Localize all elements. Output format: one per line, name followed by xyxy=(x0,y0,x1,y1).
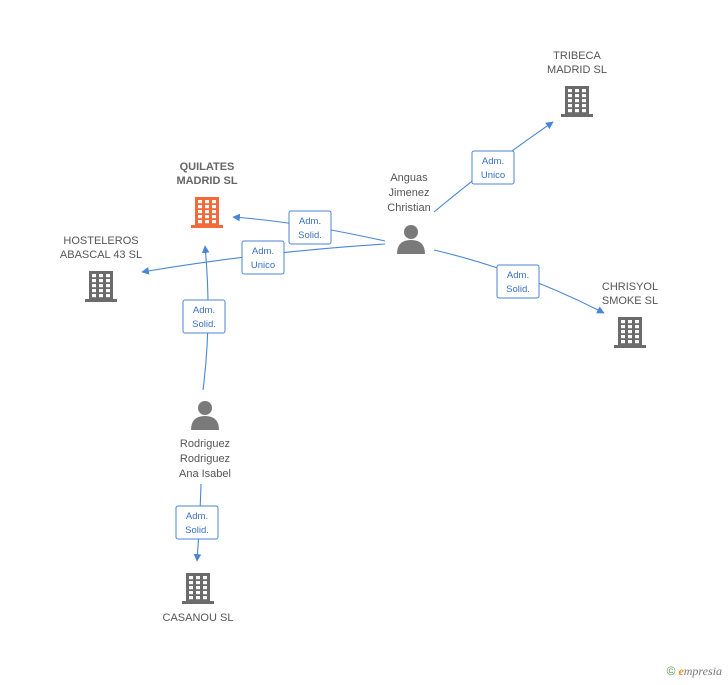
role-badge[interactable] xyxy=(496,264,540,299)
edge-anguas-hosteleros[interactable]: Adm. Unico xyxy=(141,240,386,275)
company-label[interactable]: QUILATES xyxy=(180,161,235,173)
role-label: Adm. xyxy=(482,156,504,167)
person-label[interactable]: Ana Isabel xyxy=(179,468,231,480)
building-icon xyxy=(561,86,593,117)
company-label[interactable]: MADRID SL xyxy=(176,175,237,187)
person-label[interactable]: Christian xyxy=(387,202,430,214)
role-label: Adm. xyxy=(507,270,529,281)
person-label[interactable]: Jimenez xyxy=(389,187,430,199)
role-label: Adm. xyxy=(186,511,208,522)
company-label[interactable]: CASANOU SL xyxy=(163,612,234,624)
company-node-tribeca[interactable]: TRIBECA MADRID SL xyxy=(547,50,607,117)
edges-layer: Adm.Solid.Adm.UnicoAdm.UnicoAdm.Solid.Ad… xyxy=(141,121,605,562)
building-icon xyxy=(182,573,214,604)
person-icon xyxy=(191,401,219,430)
role-badge[interactable] xyxy=(471,150,515,185)
edge-anguas-quilates[interactable]: Adm. Solid. xyxy=(232,210,386,245)
role-badge[interactable] xyxy=(288,210,332,245)
company-node-quilates[interactable]: QUILATES MADRID SL xyxy=(176,161,238,228)
role-label: Solid. xyxy=(185,525,209,536)
role-badge[interactable] xyxy=(182,299,226,334)
person-label[interactable]: Rodriguez xyxy=(180,453,230,465)
brand-name: mpresia xyxy=(683,664,722,678)
edge-anguas-tribeca[interactable]: Adm. Unico xyxy=(433,121,554,213)
role-label: Unico xyxy=(481,170,505,181)
role-label: Unico xyxy=(251,260,275,271)
copyright-symbol: © xyxy=(666,664,676,678)
person-label[interactable]: Anguas xyxy=(390,172,428,184)
role-label: Adm. xyxy=(193,305,215,316)
company-node-casanou[interactable]: CASANOU SL xyxy=(163,573,234,624)
company-label[interactable]: MADRID SL xyxy=(547,64,607,76)
role-label: Solid. xyxy=(192,319,216,330)
company-label[interactable]: ABASCAL 43 SL xyxy=(60,249,142,261)
building-icon xyxy=(614,317,646,348)
empresia-watermark: ©empresia xyxy=(667,664,722,679)
person-label[interactable]: Rodriguez xyxy=(180,438,230,450)
nodes-layer: QUILATES MADRID SL TRIBECA MADRID SL HOSTELE… xyxy=(60,50,658,624)
role-label: Adm. xyxy=(299,216,321,227)
company-node-hosteleros[interactable]: HOSTELEROS ABASCAL 43 SL xyxy=(60,235,142,302)
building-icon xyxy=(191,197,223,228)
company-label[interactable]: SMOKE SL xyxy=(602,295,658,307)
company-label[interactable]: CHRISYOL xyxy=(602,281,658,293)
company-label[interactable]: HOSTELEROS xyxy=(63,235,138,247)
edge-anguas-chrisyol[interactable]: Adm. Solid. xyxy=(433,249,605,314)
edge-rodriguez-casanou[interactable]: Adm. Solid. xyxy=(175,483,219,562)
role-label: Solid. xyxy=(506,284,530,295)
role-label: Adm. xyxy=(252,246,274,257)
role-badge[interactable] xyxy=(175,505,219,540)
company-label[interactable]: TRIBECA xyxy=(553,50,601,62)
company-node-chrisyol[interactable]: CHRISYOL SMOKE SL xyxy=(602,281,658,348)
building-icon xyxy=(85,271,117,302)
person-icon xyxy=(397,225,425,254)
brand-initial: e xyxy=(678,664,684,678)
role-label: Solid. xyxy=(298,230,322,241)
role-badge[interactable] xyxy=(241,240,285,275)
edge-rodriguez-quilates[interactable]: Adm. Solid. xyxy=(182,245,226,391)
